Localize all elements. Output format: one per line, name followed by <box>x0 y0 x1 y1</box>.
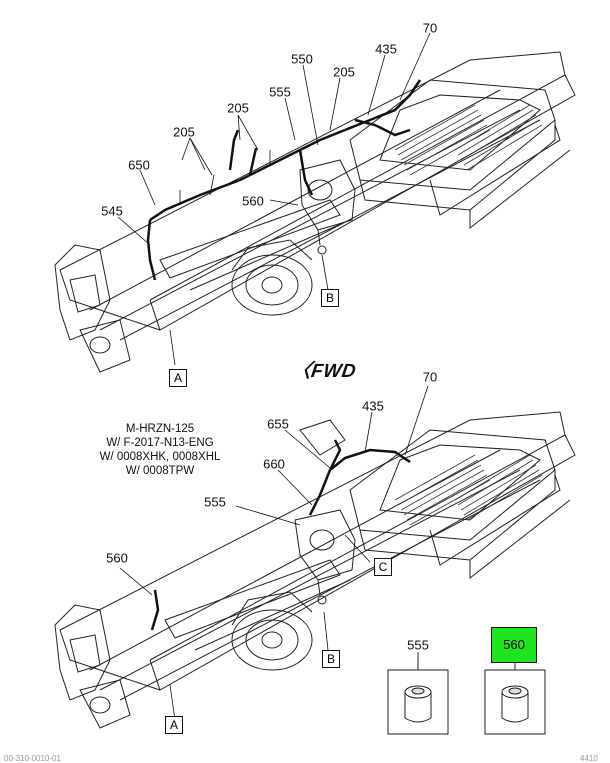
section-label-b-lower: B <box>322 650 340 668</box>
callout-660: 660 <box>263 456 285 472</box>
callout-435-lower: 435 <box>362 398 384 414</box>
forward-direction-label: 〈FWD <box>290 361 358 382</box>
callout-70-upper: 70 <box>422 20 438 36</box>
applicability-notes: M-HRZN-125 W/ F-2017-N13-ENG W/ 0008XHK,… <box>80 422 240 478</box>
callout-560-lower: 560 <box>106 550 128 566</box>
part-number-560-highlighted[interactable]: 560 <box>491 627 537 663</box>
callout-560-upper: 560 <box>242 193 264 209</box>
callout-650: 650 <box>128 157 150 173</box>
note-feature: W/ 0008TPW <box>125 465 195 477</box>
callout-550: 550 <box>291 51 313 67</box>
callout-545: 545 <box>101 203 123 219</box>
section-label-c: C <box>374 558 392 576</box>
footer-reference: 00-310-0010-01 <box>4 754 61 763</box>
callout-655: 655 <box>267 416 289 432</box>
section-label-a-upper: A <box>169 369 187 387</box>
forward-text: FWD <box>309 361 358 382</box>
callout-435-upper: 435 <box>375 41 397 57</box>
part-number-555[interactable]: 555 <box>407 637 429 653</box>
footer-code: 4410 <box>580 754 598 763</box>
callout-555-lower: 555 <box>204 494 226 510</box>
callout-205-right: 205 <box>333 64 355 80</box>
note-model: M-HRZN-125 <box>125 423 195 435</box>
section-label-b-upper: B <box>321 289 339 307</box>
callout-555-upper: 555 <box>269 84 291 100</box>
note-options: W/ 0008XHK, 0008XHL <box>99 451 221 463</box>
callout-205-middle: 205 <box>227 100 249 116</box>
callout-205-left: 205 <box>173 124 195 140</box>
note-engine: W/ F-2017-N13-ENG <box>106 437 214 449</box>
section-label-a-lower: A <box>165 716 183 734</box>
callout-70-lower: 70 <box>422 369 438 385</box>
